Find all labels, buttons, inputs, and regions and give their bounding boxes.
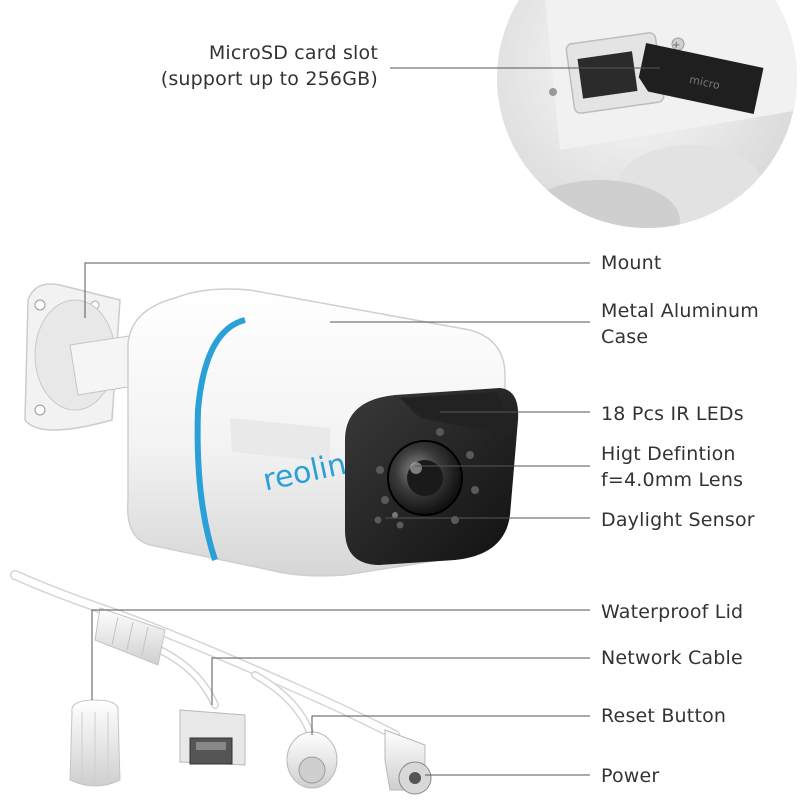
blue-accent-ring xyxy=(194,317,246,561)
daylight-sensor xyxy=(392,512,398,518)
metal-case-label: Metal Aluminum Case xyxy=(601,298,759,350)
ir-leds xyxy=(374,428,479,529)
metal-case-label-line2: Case xyxy=(601,326,649,348)
leader-line-lid xyxy=(91,609,590,700)
camera-mount xyxy=(24,283,141,431)
microsd-slot-label-line1: MicroSD card slot xyxy=(208,42,378,64)
microsd-slot-label: MicroSD card slot (support up to 256GB) xyxy=(161,40,378,92)
leader-line-mount xyxy=(84,262,590,318)
leader-lines xyxy=(84,67,660,776)
power-connector xyxy=(384,729,432,795)
cable-waterproof-connector xyxy=(94,607,166,666)
daylight-sensor-label: Daylight Sensor xyxy=(601,509,755,531)
reset-button-label: Reset Button xyxy=(601,705,727,727)
svg-text:+: + xyxy=(672,40,680,51)
lens-label-line1: Higt Defintion xyxy=(601,443,736,465)
camera-front xyxy=(345,388,519,565)
reset-connector xyxy=(286,731,338,789)
mount-label: Mount xyxy=(601,252,662,274)
leader-line-network xyxy=(211,657,590,705)
network-cable-label: Network Cable xyxy=(601,647,743,669)
lens-label: Higt Defintion f=4.0mm Lens xyxy=(601,441,743,493)
leader-line-reset xyxy=(311,715,590,735)
waterproof-lid xyxy=(69,699,121,787)
power-label: Power xyxy=(601,765,660,787)
waterproof-lid-label: Waterproof Lid xyxy=(601,601,744,623)
lens-label-line2: f=4.0mm Lens xyxy=(601,469,744,491)
microsd-slot-label-line2: (support up to 256GB) xyxy=(160,68,378,90)
microsd-zoom-view: + micro xyxy=(497,0,797,228)
microsd-card: micro xyxy=(638,43,764,114)
ir-leds-label: 18 Pcs IR LEDs xyxy=(601,403,744,425)
metal-case-label-line1: Metal Aluminum xyxy=(601,300,759,322)
network-connector xyxy=(179,709,246,766)
microsd-card-text: micro xyxy=(688,73,721,92)
